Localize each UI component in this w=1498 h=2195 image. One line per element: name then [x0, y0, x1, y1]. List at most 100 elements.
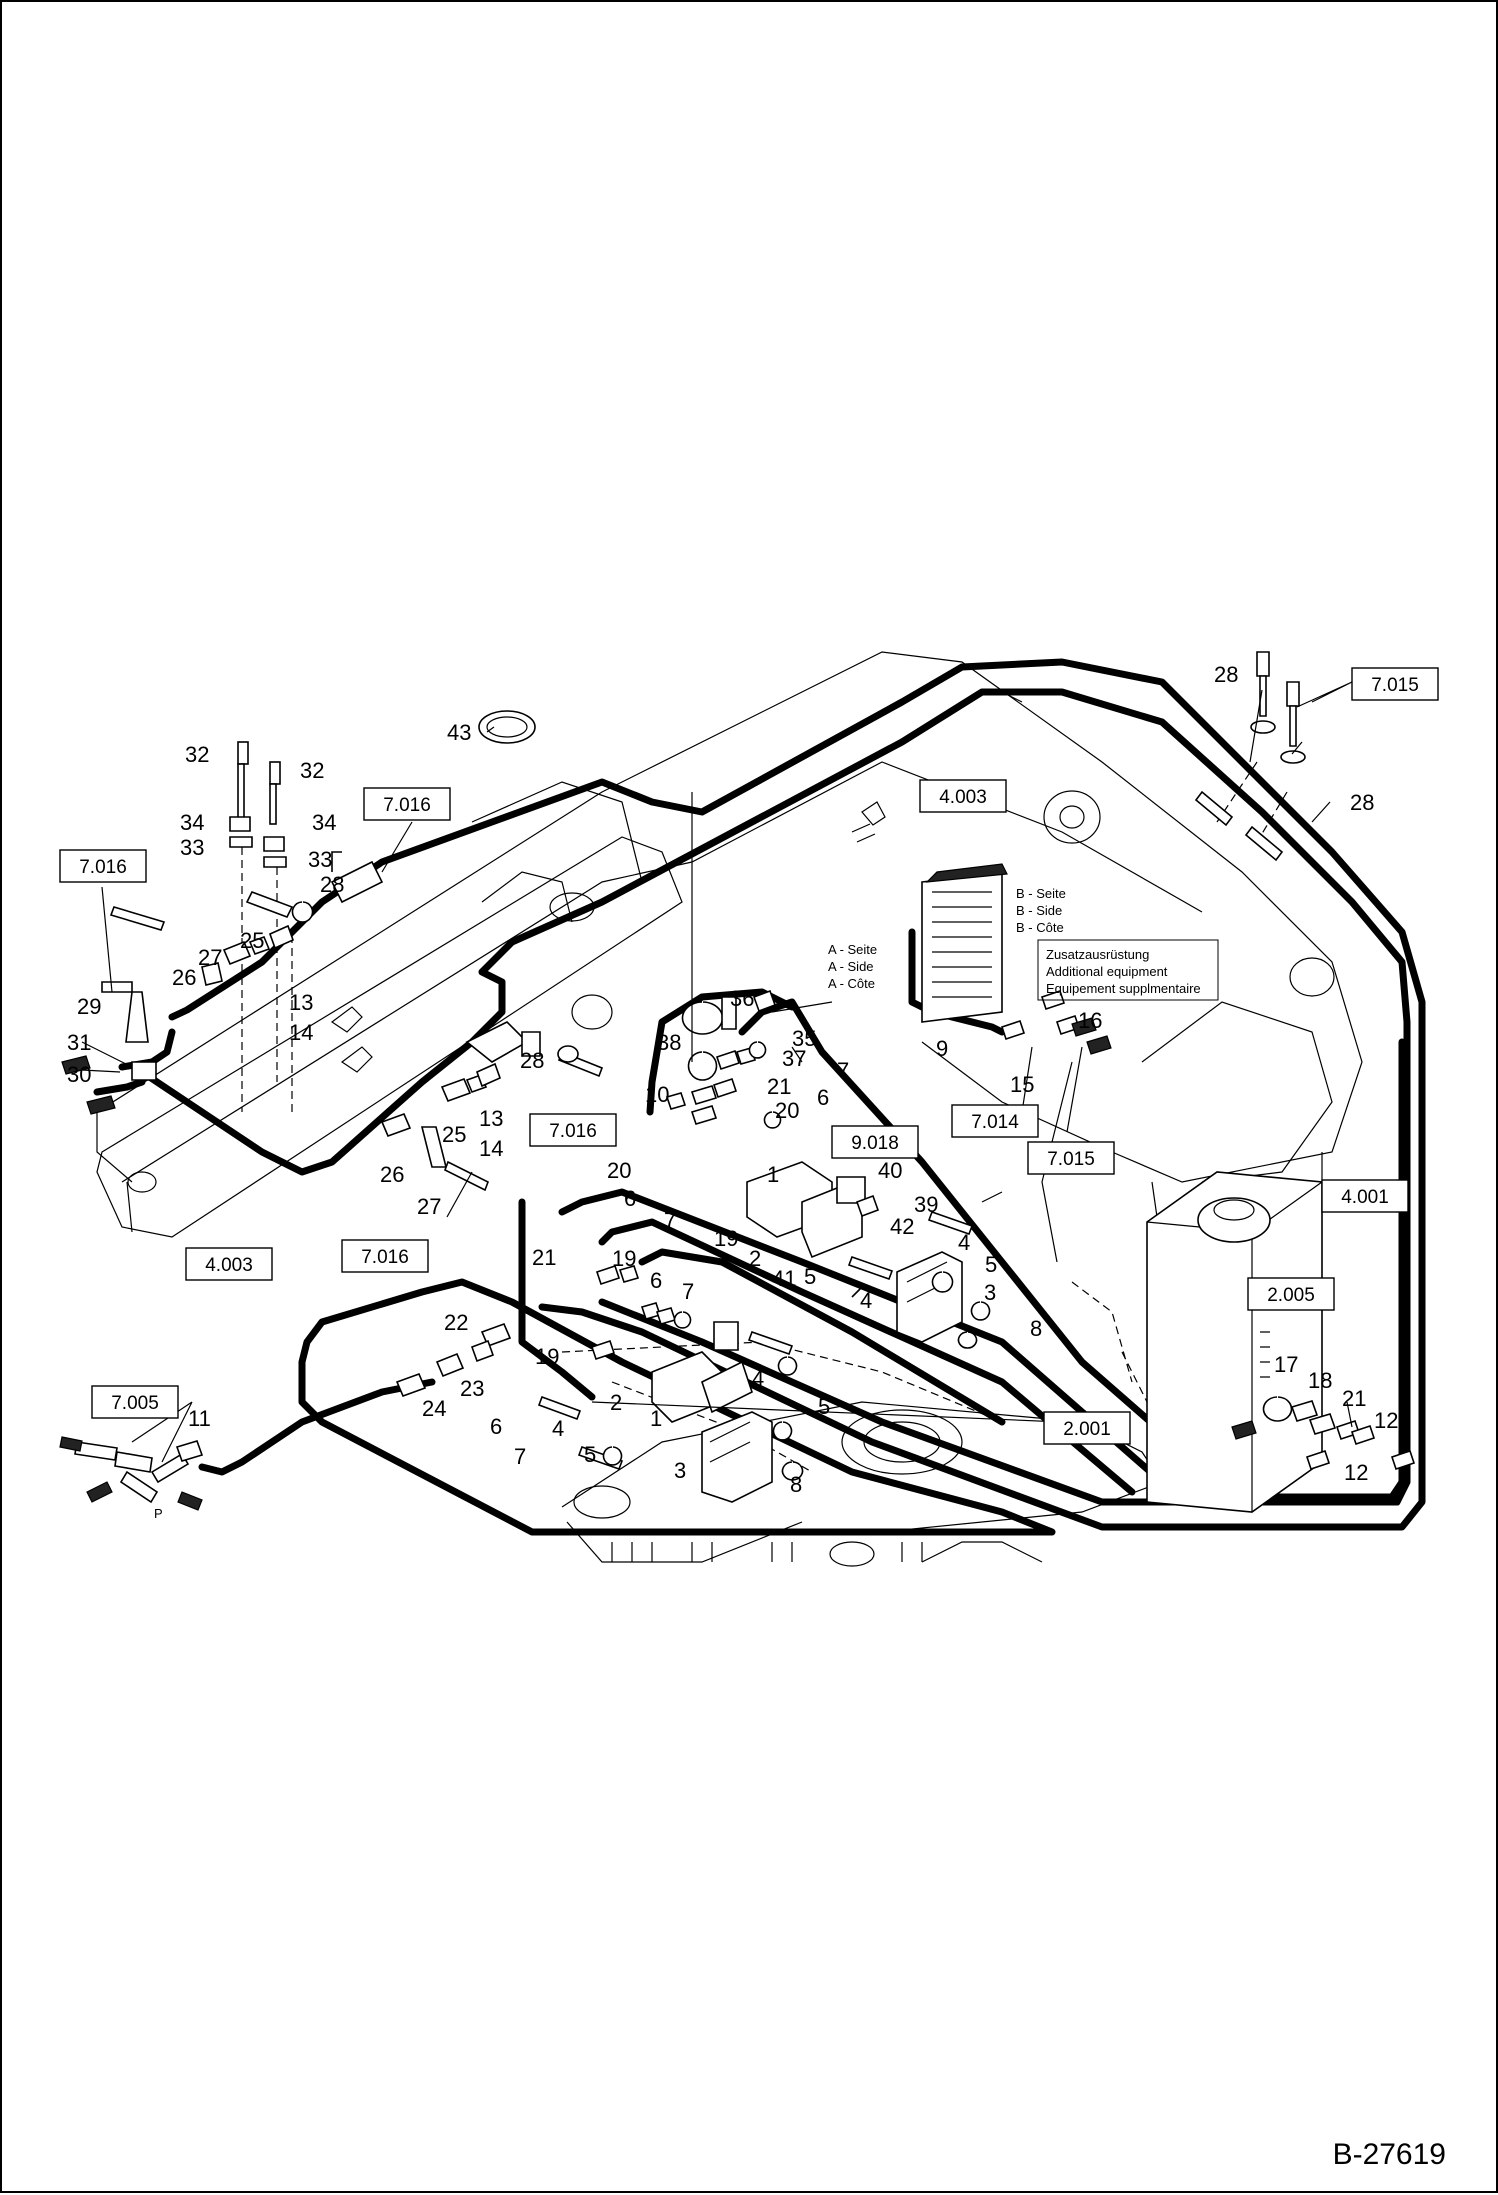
callout-28-upper: 28 [320, 872, 344, 897]
callout-7-left: 7 [664, 1208, 676, 1233]
callout-28-top-a: 28 [1214, 662, 1238, 687]
callout-20-center: 20 [775, 1098, 799, 1123]
note-additional-en: Additional equipment [1046, 964, 1168, 979]
hose-lower-loop [518, 1198, 596, 1401]
callout-33-b: 33 [308, 847, 332, 872]
ref-box-7-016-middle: 7.016 [549, 1121, 597, 1142]
callout-19-lower-b: 19 [535, 1344, 559, 1369]
note-b-side-en: B - Side [1016, 903, 1062, 918]
components [59, 651, 1416, 1513]
callout-14-middle: 14 [479, 1136, 503, 1161]
note-b-side-de: B - Seite [1016, 886, 1066, 901]
hose-left-supply [198, 1378, 436, 1476]
callout-7-center-a: 7 [837, 1058, 849, 1083]
callout-37: 37 [782, 1046, 806, 1071]
callout-5-lower-right: 5 [818, 1394, 830, 1419]
callout-34-b: 34 [312, 810, 336, 835]
callout-17: 17 [1274, 1352, 1298, 1377]
ref-box-4-003-arm: 4.003 [205, 1255, 253, 1276]
port-p-label: P [154, 1506, 163, 1521]
callout-42: 42 [890, 1214, 914, 1239]
callout-32-b: 32 [300, 758, 324, 783]
callout-22: 22 [444, 1310, 468, 1335]
callout-8-right: 8 [1030, 1316, 1042, 1341]
callout-13-middle: 13 [479, 1106, 503, 1131]
hose-left-stub-b [93, 1078, 146, 1096]
callout-25-middle: 25 [442, 1122, 466, 1147]
callout-10: 10 [645, 1082, 669, 1107]
callout-35: 35 [792, 1026, 816, 1051]
callout-6-center-a: 6 [817, 1085, 829, 1110]
callout-27-upper: 27 [198, 945, 222, 970]
callout-27-middle: 27 [417, 1194, 441, 1219]
note-a-side-en: A - Side [828, 959, 874, 974]
leader-lines [81, 681, 1353, 1463]
callout-6-lower-left: 6 [490, 1414, 502, 1439]
callout-4-lower-right: 4 [752, 1366, 764, 1391]
ref-box-7-014: 7.014 [971, 1112, 1019, 1133]
callout-38: 38 [657, 1030, 681, 1055]
callout-21-left: 21 [532, 1245, 556, 1270]
ref-box-7-016-upper: 7.016 [383, 795, 431, 816]
callout-36: 36 [730, 986, 754, 1011]
callout-23: 23 [460, 1376, 484, 1401]
callout-4-lower-left: 4 [552, 1416, 564, 1441]
callout-12-a: 12 [1374, 1408, 1398, 1433]
callout-30: 30 [67, 1062, 91, 1087]
side-notes: B - Seite B - Side B - Côte A - Seite A … [154, 886, 1219, 1521]
callout-18: 18 [1308, 1368, 1332, 1393]
callout-11: 11 [188, 1406, 211, 1431]
center-fittings [665, 1041, 782, 1129]
callout-2-lower: 2 [610, 1390, 622, 1415]
callout-14-upper: 14 [289, 1020, 313, 1045]
callout-41: 41 [772, 1266, 796, 1291]
document-id: B-27619 [1333, 2138, 1446, 2171]
callout-5-center: 5 [804, 1264, 816, 1289]
ref-box-7-015-lower: 7.015 [1047, 1149, 1095, 1170]
callout-26-middle: 26 [380, 1162, 404, 1187]
callout-29: 29 [77, 994, 101, 1019]
callout-7-lower-left: 7 [514, 1444, 526, 1469]
ref-box-9-018: 9.018 [851, 1133, 899, 1154]
callout-20-left: 20 [607, 1158, 631, 1183]
reference-boxes: 7.015 4.003 7.016 7.016 7.016 7.014 7.01… [59, 667, 1439, 1445]
callout-5-lower-left: 5 [584, 1442, 596, 1467]
tee-fitting-p [59, 1436, 204, 1511]
callout-5-right: 5 [985, 1252, 997, 1277]
fittings-25-27 [201, 924, 295, 986]
callout-4-right: 4 [958, 1230, 970, 1255]
hydraulic-hoses [93, 658, 1426, 1536]
callout-8-lower: 8 [790, 1472, 802, 1497]
note-a-side-fr: A - Côte [828, 976, 875, 991]
callout-7-lower-a: 7 [682, 1279, 694, 1304]
hose-mid-boom [138, 688, 1411, 1506]
part-callouts: 43 32 32 34 34 33 33 28 25 27 26 29 31 3… [67, 662, 1398, 1497]
callout-19-center: 19 [714, 1226, 738, 1251]
ref-box-7-015-top: 7.015 [1371, 675, 1419, 696]
callout-2-center: 2 [749, 1246, 761, 1271]
ref-box-4-003-boom: 4.003 [939, 787, 987, 808]
callout-16: 16 [1078, 1008, 1102, 1033]
ref-box-7-005: 7.005 [111, 1393, 159, 1414]
ref-box-7-016-left: 7.016 [79, 857, 127, 878]
callout-31: 31 [67, 1030, 91, 1055]
callout-1-lower: 1 [650, 1406, 662, 1431]
callout-43: 43 [447, 720, 471, 745]
callout-4-center: 4 [860, 1288, 872, 1313]
callout-3-right: 3 [984, 1280, 996, 1305]
callout-19-lower-a: 19 [612, 1246, 636, 1271]
ref-box-2-005: 2.005 [1267, 1285, 1315, 1306]
callout-28-middle: 28 [520, 1048, 544, 1073]
callout-3-lower: 3 [674, 1458, 686, 1483]
callout-21-center: 21 [767, 1074, 791, 1099]
callout-39: 39 [914, 1192, 938, 1217]
ref-box-7-016-lower: 7.016 [361, 1247, 409, 1268]
callout-25-upper: 25 [240, 928, 264, 953]
callout-6-lower: 6 [650, 1268, 662, 1293]
note-a-side-de: A - Seite [828, 942, 877, 957]
hose-clamp-43 [478, 710, 536, 744]
callout-6-left: 6 [624, 1186, 636, 1211]
callout-26-upper: 26 [172, 965, 196, 990]
callout-28-top-b: 28 [1350, 790, 1374, 815]
ref-box-4-001: 4.001 [1341, 1187, 1389, 1208]
